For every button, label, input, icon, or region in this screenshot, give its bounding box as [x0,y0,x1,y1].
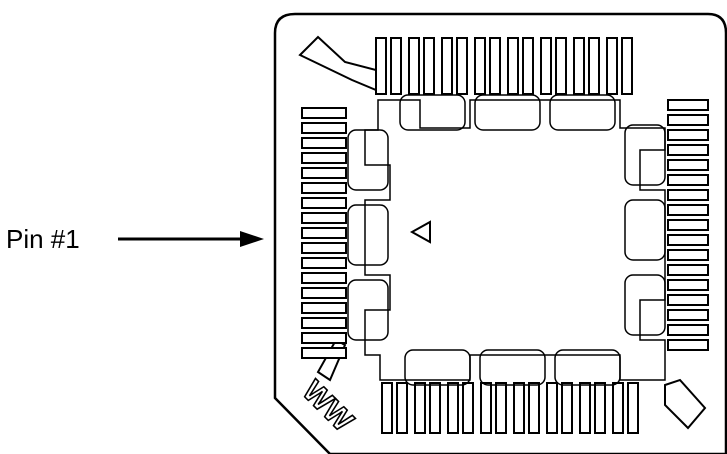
pin-1-label: Pin #1 [6,224,80,254]
socket-outline [273,12,727,454]
top-contact-pads [399,94,616,131]
left-pins [301,107,347,359]
bottom-pins [381,382,639,434]
arrow-right-icon [118,231,264,247]
bottom-contact-pads [404,349,621,386]
triangle-left-icon [409,220,431,244]
left-contact-pads [347,129,389,341]
right-contact-pads [624,124,666,336]
top-pins [375,37,633,95]
right-pins [667,99,709,351]
